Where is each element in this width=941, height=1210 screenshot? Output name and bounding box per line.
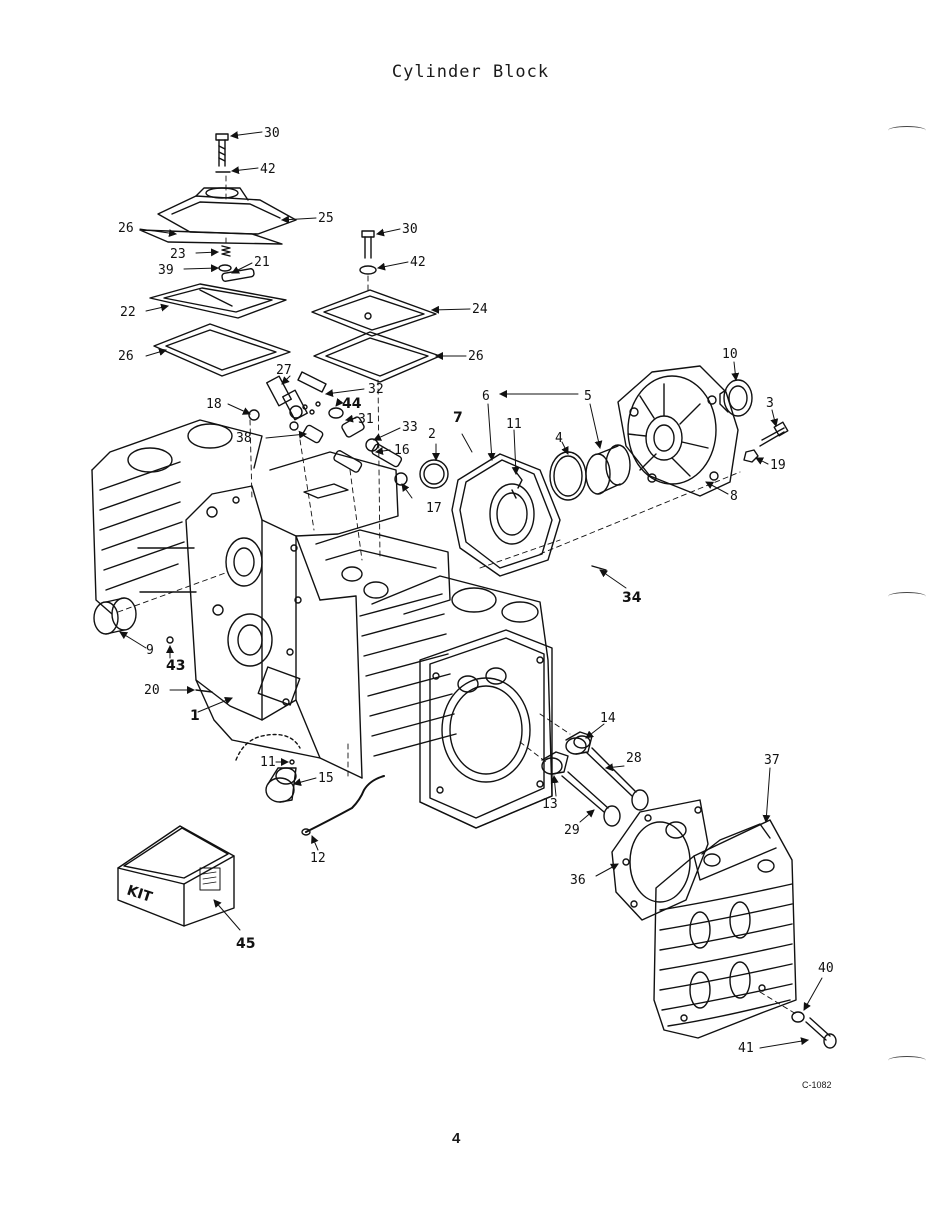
callout-6: 6 <box>482 389 490 404</box>
callout-19: 19 <box>770 458 786 473</box>
gasket-kit-box <box>117 825 235 927</box>
callout-26: 26 <box>118 349 134 364</box>
cylinder-barrel <box>359 575 553 829</box>
callout-39: 39 <box>158 263 174 278</box>
callout-34: 34 <box>622 590 642 606</box>
callout-20: 20 <box>144 683 160 698</box>
gasket-26-left <box>153 323 291 377</box>
callout-1: 1 <box>190 708 200 724</box>
washer-39 <box>218 264 232 272</box>
callout-17: 17 <box>426 501 442 516</box>
callout-15: 15 <box>318 771 334 786</box>
callout-3: 3 <box>766 396 774 411</box>
callout-12: 12 <box>310 851 326 866</box>
callout-10: 10 <box>722 347 738 362</box>
valve-guide-13 <box>541 751 569 775</box>
page-number: 4 <box>452 1130 461 1147</box>
callout-8: 8 <box>730 489 738 504</box>
ring-4 <box>549 451 587 501</box>
callout-11: 11 <box>260 755 276 770</box>
cylinder-head-37 <box>653 819 797 1039</box>
gasket-26-right <box>313 331 441 383</box>
callout-41: 41 <box>738 1041 754 1056</box>
callout-labels: 30 42 25 26 23 39 21 22 26 30 42 24 26 2… <box>118 126 834 1056</box>
kit-box-label: KIT <box>125 883 155 906</box>
valve-28 <box>585 747 649 811</box>
callout-30: 30 <box>402 222 418 237</box>
bearing-5 <box>585 444 631 495</box>
bearing-9 <box>93 597 137 635</box>
nut-19 <box>743 449 759 463</box>
margin-mark <box>888 1056 926 1065</box>
washer-42 <box>359 265 377 275</box>
drawing-code: C-1082 <box>802 1080 832 1090</box>
pin-20 <box>195 689 213 693</box>
callout-11: 11 <box>506 417 522 432</box>
callout-28: 28 <box>626 751 642 766</box>
callout-24: 24 <box>472 302 488 317</box>
callout-33: 33 <box>402 420 418 435</box>
callout-23: 23 <box>170 247 186 262</box>
callout-5: 5 <box>584 389 592 404</box>
breather-cover <box>157 187 297 235</box>
callout-27: 27 <box>276 363 292 378</box>
callout-32: 32 <box>368 382 384 397</box>
breather-spring <box>221 245 231 257</box>
callout-7: 7 <box>453 410 463 426</box>
leader-lines <box>119 131 823 1049</box>
margin-mark <box>888 592 926 601</box>
valve-cover-24 <box>311 289 437 337</box>
callout-42: 42 <box>260 162 276 177</box>
cover-gasket <box>139 229 283 245</box>
oil-seal-10 <box>719 379 753 417</box>
head-bolt-41 <box>805 1017 837 1049</box>
breather-tube-12 <box>305 775 385 833</box>
callout-44: 44 <box>342 396 362 412</box>
breather-plate <box>149 283 287 319</box>
callout-26: 26 <box>118 221 134 236</box>
callout-14: 14 <box>600 711 616 726</box>
head-bolt-top <box>215 133 229 167</box>
valve-29 <box>561 771 621 827</box>
dashed-bushing-path <box>235 733 301 761</box>
dashed-alignment-lines <box>117 175 797 1015</box>
plug-43 <box>166 636 174 644</box>
callout-22: 22 <box>120 305 136 320</box>
valve-parts <box>248 371 408 486</box>
callout-16: 16 <box>394 443 410 458</box>
callout-31: 31 <box>358 412 374 427</box>
callout-4: 4 <box>555 431 563 446</box>
valve-guide-14 <box>565 731 593 755</box>
screw-3 <box>759 421 789 447</box>
callout-29: 29 <box>564 823 580 838</box>
washer-40 <box>791 1011 805 1023</box>
callout-21: 21 <box>254 255 270 270</box>
callout-9: 9 <box>146 643 154 658</box>
callout-36: 36 <box>570 873 586 888</box>
pin-11b <box>289 759 295 765</box>
bearing-plate-gasket <box>451 453 561 577</box>
page-title: Cylinder Block <box>391 62 550 82</box>
callout-30: 30 <box>264 126 280 141</box>
callout-26: 26 <box>468 349 484 364</box>
callout-43: 43 <box>166 658 185 674</box>
bushing-15 <box>265 767 297 803</box>
callout-45: 45 <box>236 936 255 952</box>
pin-34 <box>591 565 607 571</box>
crankcase-block <box>91 419 451 779</box>
callout-13: 13 <box>542 797 558 812</box>
callout-37: 37 <box>764 753 780 768</box>
callout-40: 40 <box>818 961 834 976</box>
callout-25: 25 <box>318 211 334 226</box>
head-gasket-36 <box>611 799 709 921</box>
margin-mark <box>888 126 926 135</box>
callout-38: 38 <box>236 431 252 446</box>
bolt-30-right <box>361 230 375 259</box>
callout-2: 2 <box>428 427 436 442</box>
bearing-plate-8 <box>617 365 739 497</box>
callout-42: 42 <box>410 255 426 270</box>
callout-18: 18 <box>206 397 222 412</box>
